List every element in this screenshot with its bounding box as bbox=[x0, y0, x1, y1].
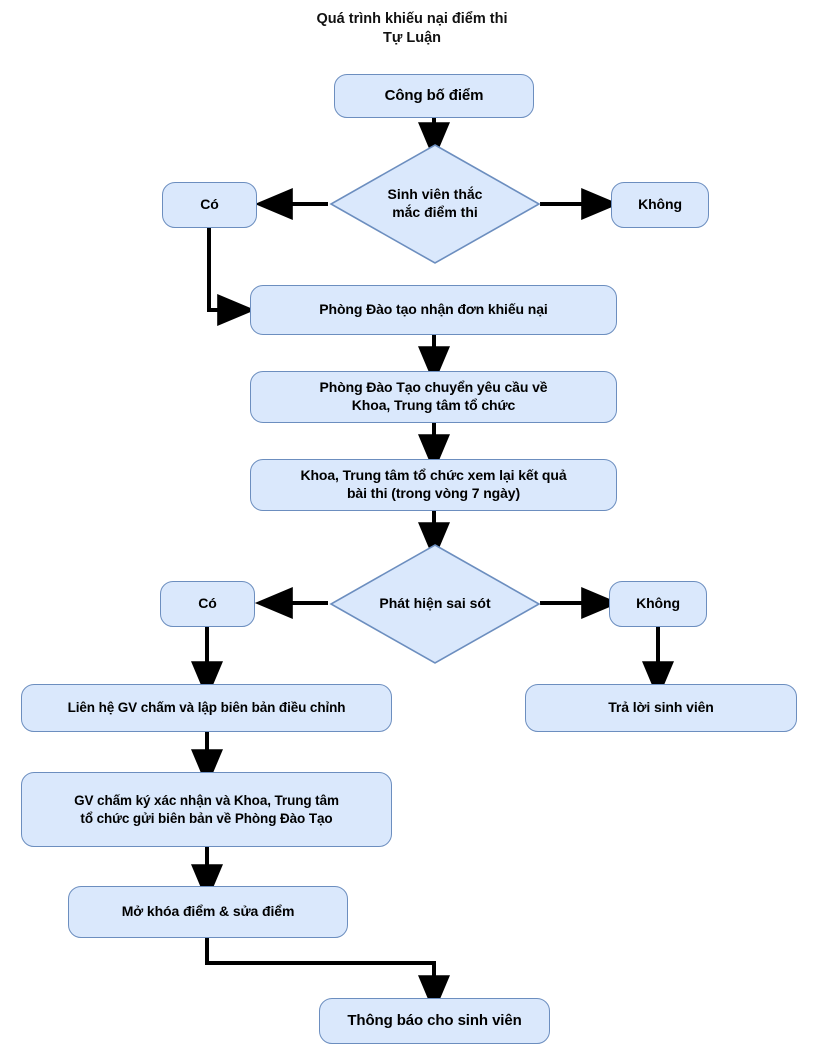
node-label: Có bbox=[200, 196, 219, 213]
node-label: Phát hiện sai sót bbox=[379, 595, 491, 612]
node-training-office-receives[interactable]: Phòng Đào tạo nhận đơn khiếu nại bbox=[250, 285, 617, 335]
node-label: Phòng Đào Tạo chuyển yêu cầu về Khoa, Tr… bbox=[319, 379, 548, 413]
edge-yes1-to-receives bbox=[207, 228, 256, 326]
node-label: Liên hệ GV chấm và lập biên bản điều chỉ… bbox=[67, 700, 346, 716]
node-grader-signs[interactable]: GV chấm ký xác nhận và Khoa, Trung tâm t… bbox=[21, 772, 392, 847]
node-label: Sinh viên thắc mắc điểm thi bbox=[387, 186, 483, 220]
edge-unlock-to-notify bbox=[205, 938, 450, 1014]
node-yes-2[interactable]: Có bbox=[160, 581, 255, 627]
node-yes-1[interactable]: Có bbox=[162, 182, 257, 228]
node-label: Công bố điểm bbox=[384, 87, 484, 105]
diamond-shape bbox=[329, 144, 541, 264]
node-label: Trả lời sinh viên bbox=[608, 699, 714, 716]
node-decision-student-question[interactable]: Sinh viên thắc mắc điểm thi bbox=[329, 143, 541, 265]
node-publish-scores[interactable]: Công bố điểm bbox=[334, 74, 534, 118]
node-unlock-edit-score[interactable]: Mở khóa điểm & sửa điểm bbox=[68, 886, 348, 938]
node-notify-student[interactable]: Thông báo cho sinh viên bbox=[319, 998, 550, 1044]
node-label: Có bbox=[198, 595, 217, 612]
node-label: GV chấm ký xác nhận và Khoa, Trung tâm t… bbox=[74, 793, 339, 826]
node-label: Thông báo cho sinh viên bbox=[347, 1012, 522, 1030]
node-decision-error-found[interactable]: Phát hiện sai sót bbox=[329, 543, 541, 665]
node-reply-student[interactable]: Trả lời sinh viên bbox=[525, 684, 797, 732]
node-contact-grader[interactable]: Liên hệ GV chấm và lập biên bản điều chỉ… bbox=[21, 684, 392, 732]
node-faculty-reviews[interactable]: Khoa, Trung tâm tổ chức xem lại kết quả … bbox=[250, 459, 617, 511]
node-training-office-forwards[interactable]: Phòng Đào Tạo chuyển yêu cầu về Khoa, Tr… bbox=[250, 371, 617, 423]
diamond-shape bbox=[329, 544, 541, 664]
node-no-2[interactable]: Không bbox=[609, 581, 707, 627]
diagram-title: Quá trình khiếu nại điểm thi Tự Luận bbox=[316, 11, 508, 47]
node-label: Không bbox=[638, 196, 682, 213]
node-label: Mở khóa điểm & sửa điểm bbox=[121, 903, 295, 920]
node-label: Khoa, Trung tâm tổ chức xem lại kết quả … bbox=[300, 467, 567, 501]
node-label: Không bbox=[636, 595, 680, 612]
node-label: Phòng Đào tạo nhận đơn khiếu nại bbox=[319, 301, 548, 318]
node-no-1[interactable]: Không bbox=[611, 182, 709, 228]
